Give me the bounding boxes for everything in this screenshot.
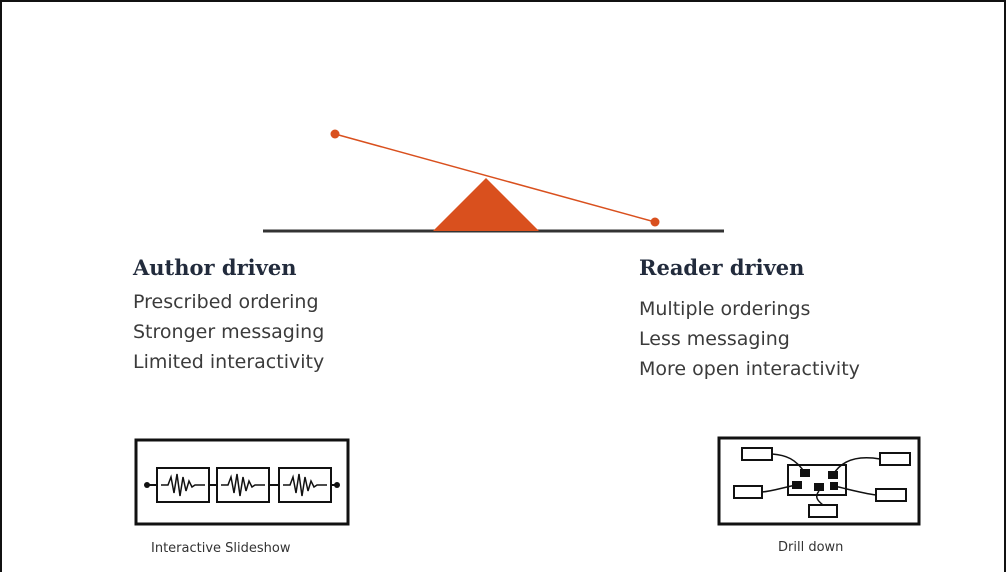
seesaw-beam <box>334 133 656 223</box>
author-driven-points: Prescribed ordering Stronger messaging L… <box>133 287 324 377</box>
drill-down-sketch-icon <box>717 436 921 526</box>
seesaw-fulcrum <box>433 178 539 231</box>
seesaw-right-endpoint <box>650 217 660 227</box>
drill-down-caption: Drill down <box>778 540 844 555</box>
author-driven-heading: Author driven <box>133 255 297 280</box>
list-item: Limited interactivity <box>133 351 325 373</box>
reader-driven-points: Multiple orderings Less messaging More o… <box>639 294 860 384</box>
list-item: Prescribed ordering <box>133 291 319 313</box>
list-item: Stronger messaging <box>133 321 325 343</box>
list-item: More open interactivity <box>639 358 860 380</box>
reader-driven-heading: Reader driven <box>639 255 805 280</box>
list-item: Multiple orderings <box>639 298 811 320</box>
seesaw-diagram <box>263 129 724 233</box>
seesaw-left-endpoint <box>330 129 340 139</box>
list-item: Less messaging <box>639 328 790 350</box>
slideshow-caption: Interactive Slideshow <box>151 541 291 556</box>
slideshow-sketch-icon <box>134 438 350 526</box>
